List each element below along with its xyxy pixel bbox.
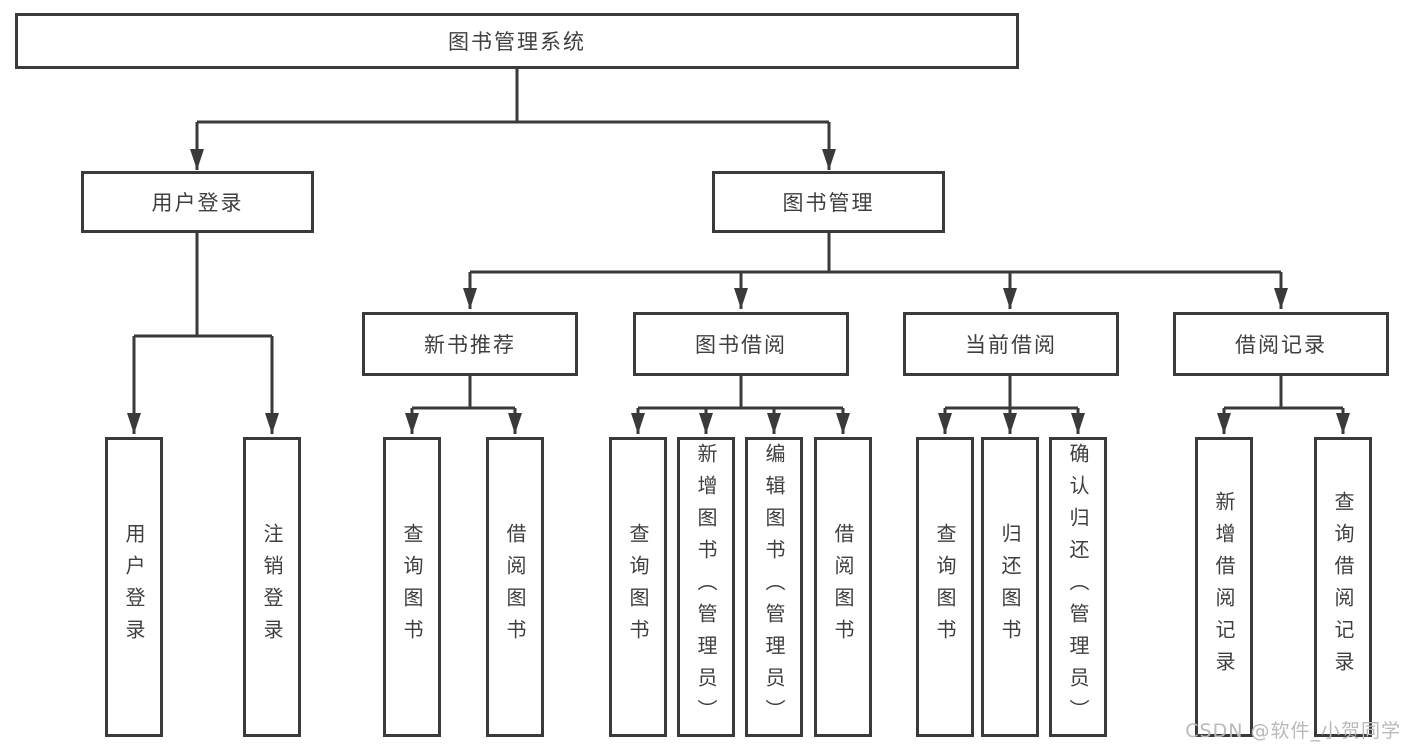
connector-new-book [412, 376, 515, 410]
leaf-current-return: 归还图书 [981, 437, 1039, 737]
leaf-current-confirm-label: 确认归还（管理员） [1066, 443, 1090, 731]
leaf-records-query: 查询借阅记录 [1314, 437, 1372, 737]
leaf-borrow-add-label: 新增图书（管理员） [694, 443, 718, 731]
leaf-newbook-query: 查询图书 [383, 437, 441, 737]
leaf-borrow-edit: 编辑图书（管理员） [745, 437, 803, 737]
leaf-current-confirm: 确认归还（管理员） [1049, 437, 1107, 737]
leaf-current-query: 查询图书 [916, 437, 974, 737]
leaf-records-add: 新增借阅记录 [1195, 437, 1253, 737]
connector-user-login [134, 233, 272, 338]
leaf-logout: 注销登录 [243, 437, 301, 737]
node-new-book: 新书推荐 [362, 312, 578, 376]
connector-borrow-records [1224, 376, 1343, 410]
node-borrow-records-label: 借阅记录 [1235, 333, 1327, 357]
node-current-borrow: 当前借阅 [903, 312, 1119, 376]
leaf-records-query-label: 查询借阅记录 [1331, 491, 1355, 683]
node-book-mgmt: 图书管理 [712, 171, 945, 233]
leaf-user-login: 用户登录 [105, 437, 163, 737]
leaf-borrow-edit-label: 编辑图书（管理员） [762, 443, 786, 731]
node-current-borrow-label: 当前借阅 [965, 333, 1057, 357]
node-user-login: 用户登录 [81, 171, 314, 233]
node-book-borrow-label: 图书借阅 [695, 333, 787, 357]
leaf-logout-label: 注销登录 [260, 523, 284, 651]
leaf-records-add-label: 新增借阅记录 [1212, 491, 1236, 683]
leaf-borrow-query: 查询图书 [609, 437, 667, 737]
leaf-newbook-borrow: 借阅图书 [486, 437, 544, 737]
node-new-book-label: 新书推荐 [424, 333, 516, 357]
leaf-borrow-borrow: 借阅图书 [814, 437, 872, 737]
leaf-current-return-label: 归还图书 [998, 523, 1022, 651]
leaf-borrow-add: 新增图书（管理员） [677, 437, 735, 737]
node-book-mgmt-label: 图书管理 [782, 191, 875, 215]
node-borrow-records: 借阅记录 [1173, 312, 1389, 376]
leaf-newbook-borrow-label: 借阅图书 [503, 523, 527, 651]
node-book-borrow: 图书借阅 [633, 312, 849, 376]
watermark: CSDN @软件_小贺同学 [1185, 720, 1401, 742]
connector-book-mgmt [470, 233, 1281, 274]
connector-root [197, 69, 829, 124]
leaf-newbook-query-label: 查询图书 [400, 523, 424, 651]
leaf-current-query-label: 查询图书 [933, 523, 957, 651]
connector-current-borrow [945, 376, 1078, 410]
node-root-label: 图书管理系统 [448, 30, 586, 54]
connector-book-borrow [638, 376, 843, 410]
leaf-user-login-label: 用户登录 [122, 523, 146, 651]
node-root: 图书管理系统 [15, 13, 1019, 69]
node-user-login-label: 用户登录 [151, 191, 244, 215]
leaf-borrow-borrow-label: 借阅图书 [831, 523, 855, 651]
leaf-borrow-query-label: 查询图书 [626, 523, 650, 651]
